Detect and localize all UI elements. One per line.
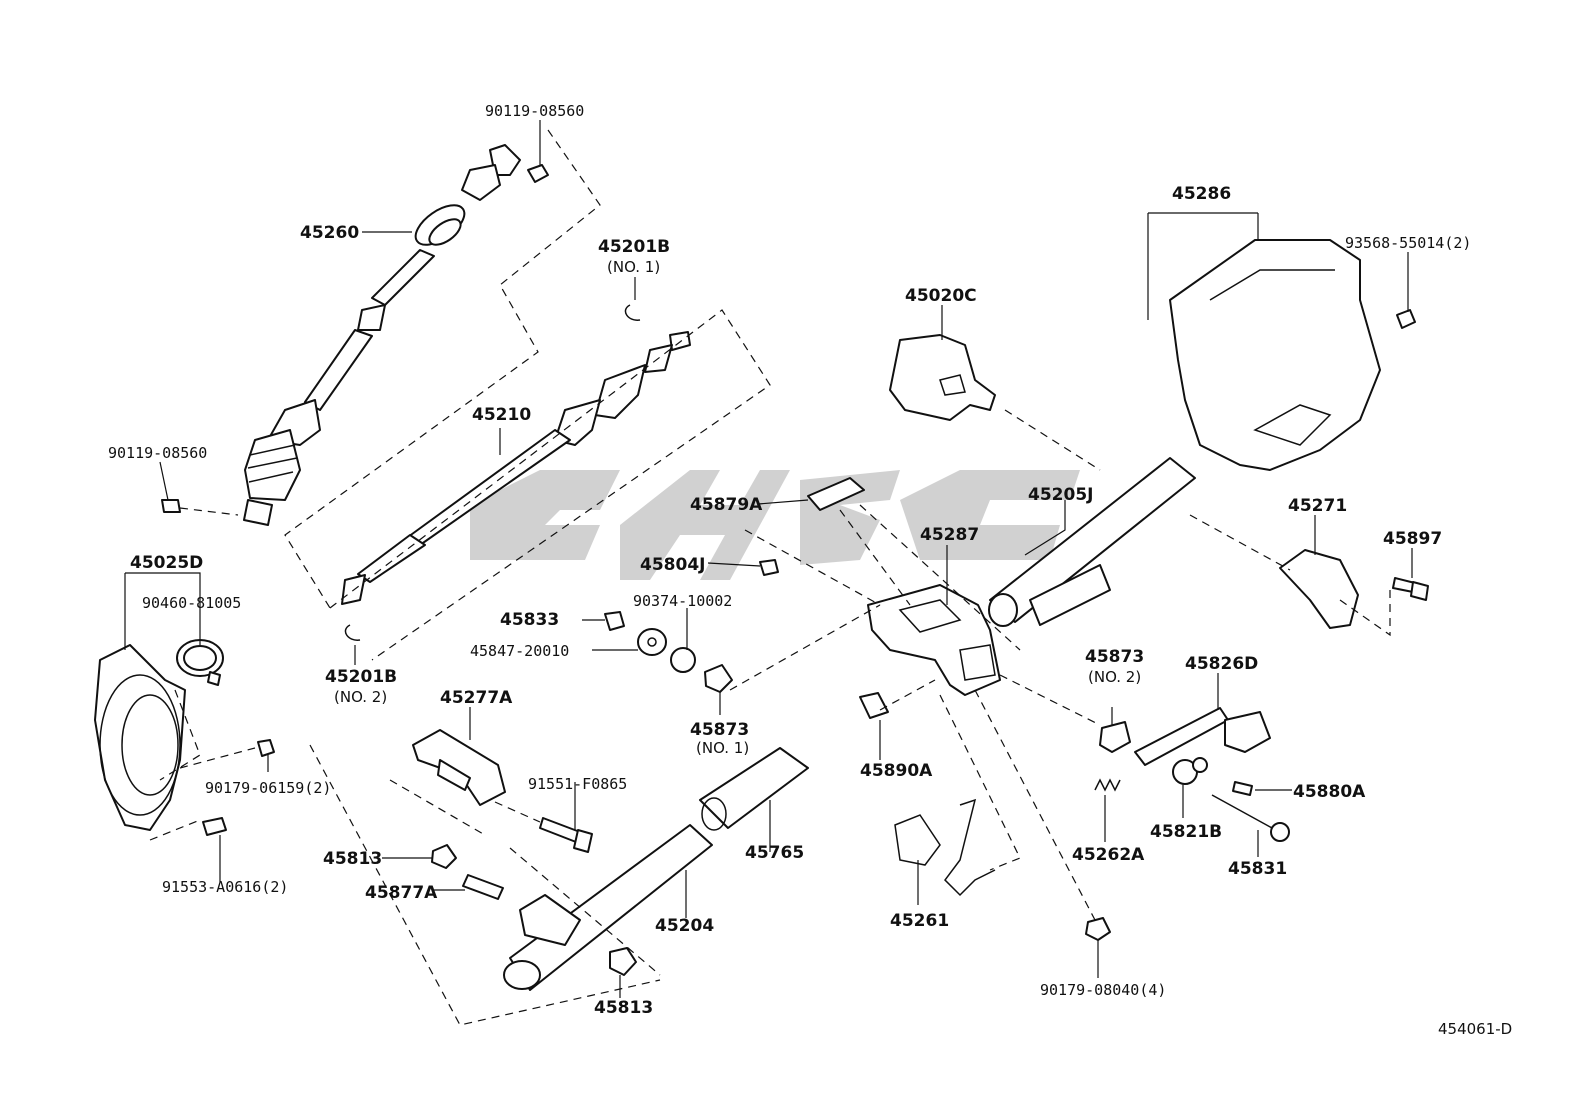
label-45804J: 45804J: [640, 555, 705, 575]
nut-90179-06159-drawing: [257, 739, 275, 757]
label-45890A: 45890A: [860, 761, 933, 781]
plate-45879A-drawing: [807, 477, 865, 511]
intermediate-shaft-drawing: [243, 144, 521, 526]
label-45873-no2-sub: (NO. 2): [1088, 668, 1141, 686]
snap-ring-45201B-no2-drawing: [344, 624, 361, 641]
lever-45826D-drawing: [1134, 707, 1271, 766]
nut-45873-no1-drawing: [704, 664, 733, 693]
pin-45877A-drawing: [462, 874, 504, 900]
column-cover-45286-drawing: [1169, 239, 1381, 471]
label-90119-top: 90119-08560: [485, 102, 584, 120]
nut-45873-no2-drawing: [1099, 721, 1131, 753]
label-45813-b: 45813: [594, 998, 653, 1018]
label-45210: 45210: [472, 405, 531, 425]
label-90460: 90460-81005: [142, 594, 241, 612]
label-45201B-no2: 45201B: [325, 667, 397, 687]
diagram-code: 454061-D: [1438, 1020, 1512, 1038]
snap-ring-45201B-no1-drawing: [624, 304, 641, 321]
label-91551: 91551-F0865: [528, 775, 627, 793]
bolt-45831-drawing: [1211, 794, 1290, 842]
label-45826D: 45826D: [1185, 654, 1258, 674]
label-45880A: 45880A: [1293, 782, 1366, 802]
label-45879A: 45879A: [690, 495, 763, 515]
label-45020C: 45020C: [905, 286, 977, 306]
label-45271: 45271: [1288, 496, 1347, 516]
cam-45821B-drawing: [1172, 757, 1208, 785]
label-45204: 45204: [655, 916, 714, 936]
leader-lines: [124, 120, 1413, 998]
label-45201B-no2-sub: (NO. 2): [334, 688, 387, 706]
sleeve-45765-drawing: [699, 747, 809, 831]
clip-45804J-drawing: [759, 559, 779, 576]
label-45277A: 45277A: [440, 688, 513, 708]
hole-cover-45025D-drawing: [94, 644, 186, 831]
bolt-90119-left-drawing: [161, 499, 181, 513]
screw-45897-drawing: [1392, 577, 1429, 601]
label-45877A: 45877A: [365, 883, 438, 903]
label-93568: 93568-55014(2): [1345, 234, 1471, 252]
nut-90179-08040-drawing: [1085, 917, 1111, 941]
label-45821B: 45821B: [1150, 822, 1222, 842]
clip-45813-b-drawing: [609, 947, 637, 976]
column-support-45287-drawing: [867, 584, 1001, 696]
label-91553: 91553-A0616(2): [162, 878, 288, 896]
bolt-91551-drawing: [539, 817, 593, 853]
label-45897: 45897: [1383, 529, 1442, 549]
label-45873-no1-sub: (NO. 1): [696, 739, 749, 757]
label-90179-06159: 90179-06159(2): [205, 779, 331, 797]
label-45260: 45260: [300, 223, 359, 243]
screw-45833-drawing: [604, 611, 625, 631]
part-labels: 90119-08560 45260 45201B (NO. 1) 45210 9…: [108, 102, 1512, 1038]
washer-90374-drawing: [670, 647, 696, 673]
label-45765: 45765: [745, 843, 804, 863]
label-90374: 90374-10002: [633, 592, 732, 610]
label-90119-left: 90119-08560: [108, 444, 207, 462]
label-45261: 45261: [890, 911, 949, 931]
spring-45262A-drawing: [1094, 778, 1121, 792]
bracket-45271-drawing: [1279, 549, 1359, 629]
clamp-90460-drawing: [176, 639, 224, 686]
bolt-90119-top-drawing: [527, 164, 549, 183]
watermark-logo-icon: [470, 470, 1080, 580]
screw-45880A-drawing: [1232, 781, 1253, 796]
label-45286: 45286: [1172, 184, 1231, 204]
upper-tube-45205J-drawing: [988, 457, 1196, 627]
washer-45847-drawing: [637, 628, 667, 656]
label-45873-no2: 45873: [1085, 647, 1144, 667]
bracket-45277A-drawing: [412, 729, 506, 806]
label-45025D: 45025D: [130, 553, 203, 573]
label-45831: 45831: [1228, 859, 1287, 879]
pin-45890A-drawing: [859, 692, 889, 719]
column-tube-45204-drawing: [503, 824, 713, 991]
label-45201B-no1-sub: (NO. 1): [607, 258, 660, 276]
label-45813-a: 45813: [323, 849, 382, 869]
label-90179-08040: 90179-08040(4): [1040, 981, 1166, 999]
label-45205J: 45205J: [1028, 485, 1093, 505]
screw-93568-drawing: [1396, 309, 1416, 329]
bolt-91553-drawing: [202, 817, 227, 836]
label-45201B-no1: 45201B: [598, 237, 670, 257]
lock-bracket-45020C-drawing: [889, 334, 996, 421]
label-45287: 45287: [920, 525, 979, 545]
label-45873-no1: 45873: [690, 720, 749, 740]
label-45262A: 45262A: [1072, 845, 1145, 865]
assembly-dashed-lines: [149, 129, 1391, 1026]
label-45847: 45847-20010: [470, 642, 569, 660]
label-45833: 45833: [500, 610, 559, 630]
clip-45813-a-drawing: [431, 844, 457, 869]
spring-45261-drawing: [894, 798, 996, 897]
